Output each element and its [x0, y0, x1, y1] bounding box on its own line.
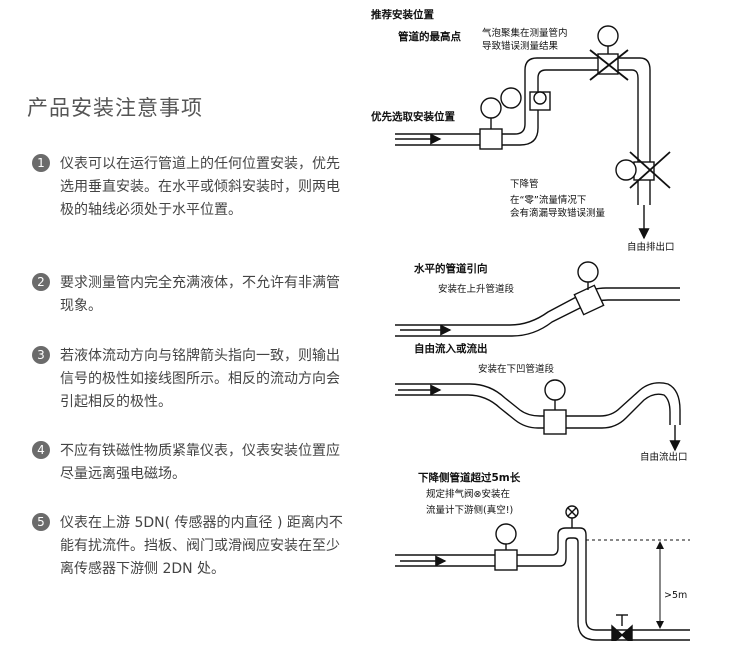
diagram-recommended-position [395, 25, 671, 240]
zero-note-2: 会有滴漏导致错误测量 [510, 207, 606, 219]
note-number: 2 [32, 273, 50, 291]
flowmeter-gauge [597, 25, 619, 47]
page-title: 产品安装注意事项 [27, 96, 203, 120]
diagram4-heading: 下降侧管道超过5m长 [418, 471, 521, 484]
outlet-label: 自由排出口 [627, 241, 675, 253]
note-4: 4 不应有铁磁性物质紧靠仪表，仪表安装位置应尽量远离强电磁场。 [32, 440, 352, 486]
note-3: 3 若液体流动方向与铭牌箭头指向一致，则输出信号的极性如接线图所示。相反的流动方… [32, 345, 352, 414]
flowmeter-gauge [480, 97, 502, 119]
flowmeter-body [543, 409, 567, 435]
highest-point-label: 管道的最高点 [398, 30, 461, 43]
diagram1-heading: 推荐安装位置 [371, 8, 434, 21]
flowmeter-gauge [495, 523, 517, 545]
notes-panel: 产品安装注意事项 1 仪表可以在运行管道上的任何位置安装，优先选用垂直安装。在水… [0, 0, 360, 641]
bubble-note-2: 导致错误测量结果 [482, 40, 559, 52]
preferred-label: 优先选取安装位置 [371, 110, 455, 123]
diagram2-note: 安装在上升管道段 [438, 283, 515, 295]
note-number: 1 [32, 154, 50, 172]
note-text: 仪表在上游 5DN( 传感器的内直径 ) 距离内不能有扰流件。挡板、阀门或滑阀应… [60, 515, 343, 577]
dimension-label: >5m [664, 590, 687, 601]
outlet-label: 自由流出口 [640, 451, 688, 463]
cross-mark [589, 49, 629, 81]
diagram-rising-pipe [395, 261, 680, 337]
cross-mark [629, 151, 671, 189]
flowmeter-gauge [615, 159, 637, 181]
note-number: 4 [32, 441, 50, 459]
note-1: 1 仪表可以在运行管道上的任何位置安装，优先选用垂直安装。在水平或倾斜安装时，则… [32, 153, 352, 222]
zero-note-1: 在“零”流量情况下 [510, 194, 586, 206]
note-number: 5 [32, 513, 50, 531]
downpipe-label: 下降管 [510, 178, 539, 190]
flowmeter-gauge [500, 87, 522, 109]
diagram-long-downpipe [395, 505, 690, 645]
installation-diagrams: 推荐安装位置 管道的最高点 气泡聚集在测量管内 导致错误测量结果 优先选取安装位… [360, 0, 750, 645]
flowmeter-gauge [577, 261, 599, 283]
valve-icon [611, 624, 624, 645]
flowmeter-body [573, 284, 605, 316]
diagram2-heading: 水平的管道引向 [413, 262, 488, 275]
note-number: 3 [32, 346, 50, 364]
bubble-note-1: 气泡聚集在测量管内 [482, 27, 568, 39]
note-2: 2 要求测量管内完全充满液体，不允许有非满管现象。 [32, 272, 352, 318]
diagram3-note: 安装在下凹管道段 [478, 363, 555, 375]
flowmeter-body [494, 549, 518, 571]
diagram4-note-2: 流量计下游侧(真空!) [426, 504, 513, 516]
diagram4-note-1: 规定排气阀⊗安装在 [426, 488, 510, 500]
note-5: 5 仪表在上游 5DN( 传感器的内直径 ) 距离内不能有扰流件。挡板、阀门或滑… [32, 512, 352, 581]
flowmeter-body [479, 128, 503, 150]
note-text: 仪表可以在运行管道上的任何位置安装，优先选用垂直安装。在水平或倾斜安装时，则两电… [60, 156, 340, 218]
diagram-svg: 推荐安装位置 管道的最高点 气泡聚集在测量管内 导致错误测量结果 优先选取安装位… [371, 8, 690, 645]
flowmeter-gauge [544, 379, 566, 401]
note-text: 若液体流动方向与铭牌箭头指向一致，则输出信号的极性如接线图所示。相反的流动方向会… [60, 348, 340, 410]
diagram-sag-pipe [395, 379, 681, 452]
note-text: 要求测量管内完全充满液体，不允许有非满管现象。 [60, 275, 340, 314]
note-text: 不应有铁磁性物质紧靠仪表，仪表安装位置应尽量远离强电磁场。 [60, 443, 340, 482]
diagram3-heading: 自由流入或流出 [414, 342, 488, 355]
